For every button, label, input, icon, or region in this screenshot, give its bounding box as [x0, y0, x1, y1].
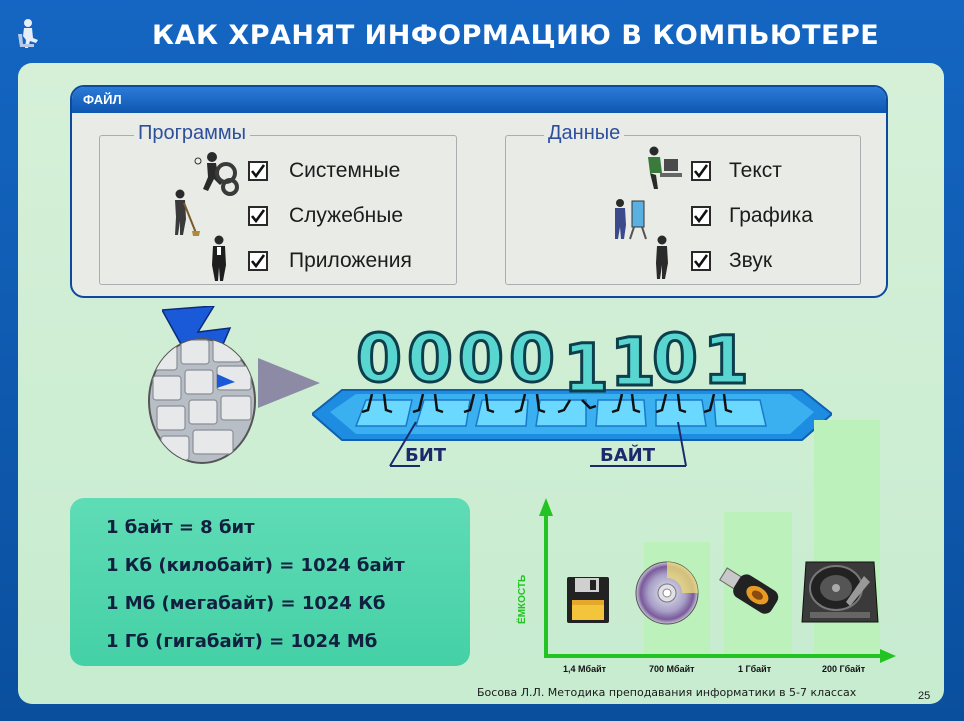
bit-digit: 1 [702, 322, 751, 399]
bit-digit: 0 [457, 320, 506, 397]
checkbox-sound[interactable] [691, 251, 711, 271]
unit-line: 1 Кб (килобайт) = 1024 байт [106, 555, 405, 576]
bit-digit: 0 [651, 320, 700, 397]
singer-icon [652, 235, 672, 284]
unit-line: 1 Мб (мегабайт) = 1024 Кб [106, 593, 386, 614]
binary-platform [310, 382, 834, 451]
bit-digit: 0 [355, 320, 404, 397]
units-box [70, 498, 470, 666]
capacity-label: 700 Мбайт [649, 664, 695, 674]
file-box: ФАЙЛ Программы Данные Системн [70, 85, 888, 298]
checkbox-utility[interactable] [248, 206, 268, 226]
bit-label: БИТ [405, 445, 447, 466]
programs-group [99, 135, 457, 285]
usb-flash-drive-icon [714, 562, 780, 625]
cd-disc-icon [634, 560, 700, 631]
capacity-axis-label: ЁМКОСТЬ [517, 574, 528, 624]
bit-pointer [388, 420, 420, 473]
guard-man-icon [206, 235, 232, 286]
page-number: 25 [918, 690, 931, 702]
bit-digit: 0 [406, 320, 455, 397]
capacity-label: 200 Гбайт [822, 664, 866, 674]
file-box-header [72, 87, 886, 113]
byte-label: БАЙТ [600, 445, 655, 466]
floppy-disk-icon [566, 576, 610, 629]
byte-pointer [590, 420, 690, 475]
capacity-label: 1 Гбайт [738, 664, 772, 674]
bit-digit: 1 [609, 324, 658, 401]
seated-figure-icon [14, 18, 40, 52]
footer-credit: Босова Л.Л. Методика преподавания информ… [477, 686, 857, 699]
program-item-label: Служебные [289, 204, 404, 227]
artist-easel-icon [610, 197, 650, 246]
page-title: КАК ХРАНЯТ ИНФОРМАЦИЮ В КОМПЬЮТЕРЕ [152, 20, 880, 51]
arrow-right-icon [258, 358, 320, 413]
capacity-axes [538, 496, 898, 671]
hard-disk-icon [800, 556, 880, 633]
bit-digit: 1 [562, 330, 611, 407]
checkbox-system[interactable] [248, 161, 268, 181]
keyboard-magnifier [147, 336, 257, 471]
digit-legs [360, 393, 740, 423]
checkbox-applications[interactable] [248, 251, 268, 271]
office-worker-icon [640, 145, 684, 196]
data-group [505, 135, 861, 285]
bit-digit: 0 [508, 320, 557, 397]
program-item-label: Приложения [289, 249, 412, 272]
data-item-label: Графика [729, 204, 813, 227]
program-item-label: Системные [289, 159, 401, 182]
unit-line: 1 Гб (гигабайт) = 1024 Мб [106, 631, 378, 652]
programs-group-label: Программы [134, 122, 251, 145]
checkbox-graphics[interactable] [691, 206, 711, 226]
checkbox-text[interactable] [691, 161, 711, 181]
sweeping-man-icon [166, 189, 206, 242]
data-group-label: Данные [544, 122, 625, 145]
unit-line: 1 байт = 8 бит [106, 517, 255, 538]
capacity-label: 1,4 Мбайт [563, 664, 607, 674]
running-man-icon [190, 151, 240, 202]
file-box-title: ФАЙЛ [83, 92, 122, 107]
data-item-label: Текст [729, 159, 782, 182]
data-item-label: Звук [729, 249, 773, 272]
